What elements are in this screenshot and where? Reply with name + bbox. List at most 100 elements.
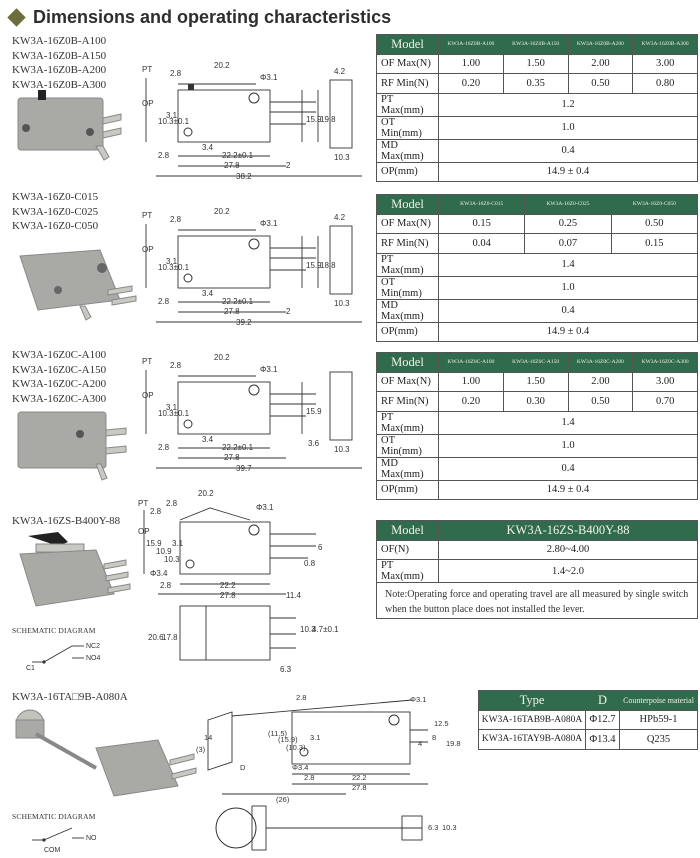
table-header: KW3A-16ZS-B400Y-88 (438, 520, 698, 541)
dim-label: OP (138, 527, 150, 536)
table-header: KW3A-16Z0C-A300 (632, 352, 698, 373)
model-name: KW3A-16Z0B-A300 (12, 78, 107, 91)
dim-label: 4.7±0.1 (312, 625, 339, 634)
table-header: KW3A-16Z0-C050 (610, 194, 699, 215)
dim-label: 15.9 (306, 407, 322, 416)
switch-photo (17, 411, 127, 481)
page-title-text: Dimensions and operating characteristics (33, 6, 392, 27)
dim-label: 27.8 (220, 591, 236, 600)
pin-label: C1 (26, 665, 35, 672)
table-row: OP(mm)14.9 ± 0.4 (376, 479, 698, 500)
dim-label: 27.8 (352, 783, 367, 792)
dim-label: Φ3.1 (260, 73, 278, 82)
section-5-type-table: Type D Counterpoise material KW3A-16TAB9… (478, 690, 698, 750)
table-row: PT Max(mm)1.4 (376, 410, 698, 435)
dim-label: 10.3±0.1 (158, 117, 190, 126)
table-row: MD Max(mm)0.4 (376, 456, 698, 481)
dim-label: 22.2 (352, 773, 367, 782)
table-header: D (585, 690, 620, 711)
dim-label: PT (142, 211, 152, 220)
dim-label: 20.2 (214, 61, 230, 70)
switch-photo (15, 709, 197, 797)
model-name: KW3A-16Z0C-A200 (12, 378, 107, 390)
table-header: KW3A-16Z0C-A200 (567, 352, 634, 373)
dim-label: 10.3 (334, 299, 350, 308)
dim-label: 3.1 (172, 539, 184, 548)
section-2-dimension-drawing: PT OP 2.8 20.2 Φ3.1 4.2 10.3±0.1 3.1 15.… (142, 207, 362, 327)
dim-label: 22.2±0.1 (222, 151, 254, 160)
section-3-model-list: KW3A-16Z0C-A100 KW3A-16Z0C-A150 KW3A-16Z… (12, 348, 106, 406)
dim-label: 22.2±0.1 (222, 443, 254, 452)
dim-label: Φ3.4 (292, 763, 308, 772)
model-name: KW3A-16Z0B-A200 (12, 64, 107, 76)
table-row: OT Min(mm)1.0 (376, 433, 698, 458)
dim-label: 3.1 (166, 111, 178, 120)
dim-label: 2.8 (160, 581, 172, 590)
dim-label: 14 (204, 733, 212, 742)
dim-label: OP (142, 99, 154, 108)
table-row: PT Max(mm)1.2 (376, 92, 698, 117)
dim-label: 27.8 (224, 161, 240, 170)
dim-label: 2.8 (166, 499, 178, 508)
dim-label: (26) (276, 795, 290, 804)
dim-label: 2.8 (170, 69, 182, 78)
dim-label: 17.8 (162, 633, 178, 642)
dim-label: 2.8 (158, 297, 170, 306)
dim-label: 20.2 (214, 207, 230, 216)
dim-label: 10.3 (164, 555, 180, 564)
dim-label: Φ3.1 (410, 695, 426, 704)
model-name: KW3A-16Z0C-A150 (12, 363, 107, 376)
dim-label: PT (138, 499, 148, 508)
section-4-model-list: KW3A-16ZS-B400Y-88 (12, 514, 120, 529)
switch-photo (19, 249, 137, 321)
section-1-model-list: KW3A-16Z0B-A100 KW3A-16Z0B-A150 KW3A-16Z… (12, 34, 106, 92)
dim-label: 20.2 (214, 353, 230, 362)
table-row: PT Max(mm)1.4 (376, 252, 698, 277)
dim-label: 39.7 (236, 464, 252, 473)
dim-label: 15.9 (306, 115, 322, 124)
model-name: KW3A-16Z0C-A100 (12, 349, 107, 361)
dim-label: 19.8 (320, 115, 336, 124)
measurement-note: Note:Operating force and operating trave… (376, 581, 698, 619)
dim-label: 3.6 (308, 439, 320, 448)
section-2-model-list: KW3A-16Z0-C015 KW3A-16Z0-C025 KW3A-16Z0-… (12, 190, 98, 234)
table-row: KW3A-16TAY9B-A080A Φ13.4 Q235 (478, 729, 698, 750)
dim-label: PT (142, 65, 152, 74)
table-row: OF Max(N) 0.15 0.25 0.50 (376, 213, 699, 234)
dim-label: 3.1 (166, 257, 178, 266)
dim-label: Φ3.1 (256, 503, 274, 512)
pin-label: NC2 (86, 643, 100, 650)
dim-label: 2.8 (170, 361, 182, 370)
dim-label: 38.2 (236, 172, 252, 181)
dim-label: 27.8 (224, 453, 240, 462)
dim-label: 39.2 (236, 318, 252, 327)
table-row: OF(N) 2.80~4.00 (376, 539, 698, 560)
dim-label: 4.2 (334, 213, 346, 222)
dim-label: (3) (196, 745, 206, 754)
dim-label: (15.9) (278, 735, 298, 744)
dim-label: 10.3±0.1 (158, 263, 190, 272)
table-row: OF Max(N) 1.00 1.50 2.00 3.00 (376, 371, 698, 392)
dim-label: 3.1 (310, 733, 320, 742)
model-name: KW3A-16Z0-C015 (12, 191, 99, 203)
table-header: KW3A-16Z0B-A300 (632, 34, 698, 55)
dim-label: 15.9 (146, 539, 162, 548)
dim-label: 6 (318, 543, 323, 552)
pin-label: NO (86, 835, 97, 842)
table-row: OT Min(mm)1.0 (376, 115, 698, 140)
dim-label: 27.8 (224, 307, 240, 316)
table-row: RF Min(N) 0.04 0.07 0.15 (376, 233, 699, 254)
dim-label: (11.5) (268, 729, 288, 738)
dim-label: 0.8 (304, 559, 316, 568)
dim-label: 10.3 (300, 625, 316, 634)
table-row: RF Min(N) 0.20 0.30 0.50 0.70 (376, 391, 698, 412)
dim-label: Φ3.1 (260, 219, 278, 228)
table-row: OP(mm)14.9 ± 0.4 (376, 321, 698, 342)
dim-label: 15.9 (306, 261, 322, 270)
dim-label: 22.2 (220, 581, 236, 590)
table-header: KW3A-16Z0B-A200 (567, 34, 634, 55)
dim-label: 10.3±0.1 (158, 409, 190, 418)
dim-label: (10.3) (286, 743, 306, 752)
table-row: PT Max(mm) 1.4~2.0 (376, 559, 698, 583)
pin-label: NO4 (86, 655, 101, 662)
